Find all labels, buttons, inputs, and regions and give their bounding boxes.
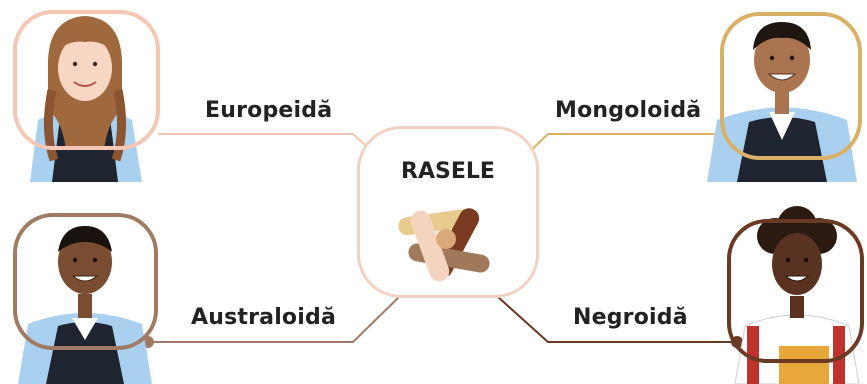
frame-europoid bbox=[13, 10, 160, 150]
frame-australoid bbox=[13, 213, 158, 350]
center-box: RASELE bbox=[357, 126, 539, 298]
frame-negroid bbox=[727, 219, 864, 363]
label-negroid: Negroidă bbox=[573, 305, 688, 330]
connector-europoid bbox=[158, 134, 379, 158]
center-title: RASELE bbox=[360, 159, 536, 184]
label-australoid: Australoidă bbox=[191, 305, 336, 330]
frame-mongoloid bbox=[720, 12, 862, 160]
joined-hands-icon bbox=[388, 197, 508, 287]
label-europoid: Europeidă bbox=[205, 98, 332, 123]
label-mongoloid: Mongoloidă bbox=[555, 98, 701, 123]
